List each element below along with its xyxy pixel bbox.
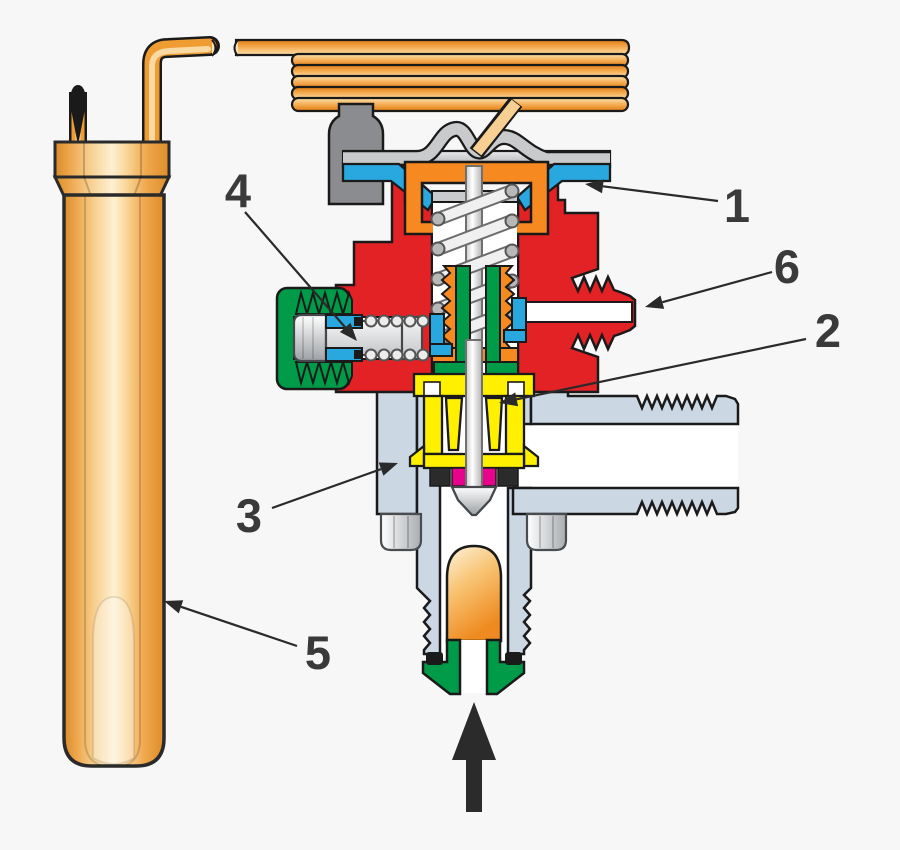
callout-5: 5 [164,600,331,679]
inner-guide-right [485,265,501,365]
body-left-flange [375,384,419,516]
hex-nut-left [379,512,423,552]
arrowhead [585,179,604,194]
bulb-fill-tube [69,85,87,146]
arrowhead [378,462,398,476]
outlet-port-top-bar [529,386,740,426]
arrowhead [645,295,665,309]
cage-funnel-left [444,396,464,452]
callout-label-1: 1 [724,179,750,232]
callout-6: 6 [645,240,800,309]
diaphragm-assembly [341,97,612,169]
capillary-coil [211,38,631,113]
callout-2: 2 [499,304,841,407]
callout-label-4: 4 [225,164,251,217]
arrowhead [339,322,357,341]
callout-label-3: 3 [236,489,262,542]
equalizer-port-channel [515,301,633,323]
push-rod-lower [465,339,483,488]
arrowhead [164,600,184,614]
flow-direction-up-arrow [452,702,496,812]
callout-label-5: 5 [305,626,331,679]
diaphragm-seal-right [515,162,612,212]
sensing-bulb [52,36,220,768]
capillary-tube-bulb-end [142,36,220,156]
valve-cage [408,372,540,487]
arrowhead [499,392,519,407]
gland-seal-right [511,297,527,331]
diaphragm-seal-left [341,162,438,212]
tube-break-mark [233,39,239,57]
callout-label-2: 2 [815,304,841,357]
inlet-filter-plug [445,544,503,643]
gland-seal-left [429,313,445,347]
callout-3: 3 [236,462,398,542]
callout-1: 1 [585,179,750,232]
cage-leg-left [422,394,444,456]
cage-funnel-right [484,396,504,452]
bulb-highlight [92,595,135,765]
thread-seal-left [426,652,443,665]
bulb-cap [52,140,172,198]
hex-nut-right [525,512,568,552]
gland-tab-right [503,329,527,343]
adjustment-assembly [275,286,430,391]
valve-needle-cone [450,485,498,517]
seat-seal-black-left [429,467,451,487]
adjustment-spring-coils [364,314,430,362]
capillary-into-power-element [469,97,523,158]
tube-break-mark [211,39,217,57]
callout-4: 4 [225,164,357,341]
adjustment-screw-head [292,313,328,363]
seat-seal-black-right [497,467,519,487]
guide-sleeve-thread-right [497,265,516,351]
callout-label-6: 6 [774,240,800,293]
thread-seal-right [505,652,522,665]
sealed-tip [70,85,86,142]
outlet-port-bottom-bar [511,486,740,518]
bulb-body [62,193,166,768]
gland-tab-left [429,343,453,357]
outlet-flow-channel [508,424,738,488]
callouts: 1 2 3 4 5 6 [164,164,841,679]
lower-valve-body [375,384,740,696]
